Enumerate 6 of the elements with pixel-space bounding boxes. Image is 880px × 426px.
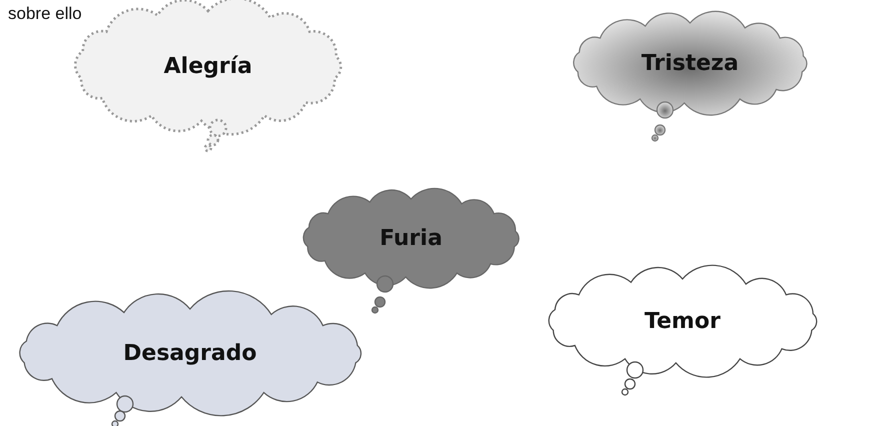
emotion-label: Temor [644,308,720,334]
note-text: sobre ello [8,4,82,24]
emotion-label: Alegría [164,54,252,78]
emotion-label: Desagrado [123,340,257,366]
emotion-label: Furia [380,226,442,250]
emotion-label: Tristeza [641,50,739,76]
